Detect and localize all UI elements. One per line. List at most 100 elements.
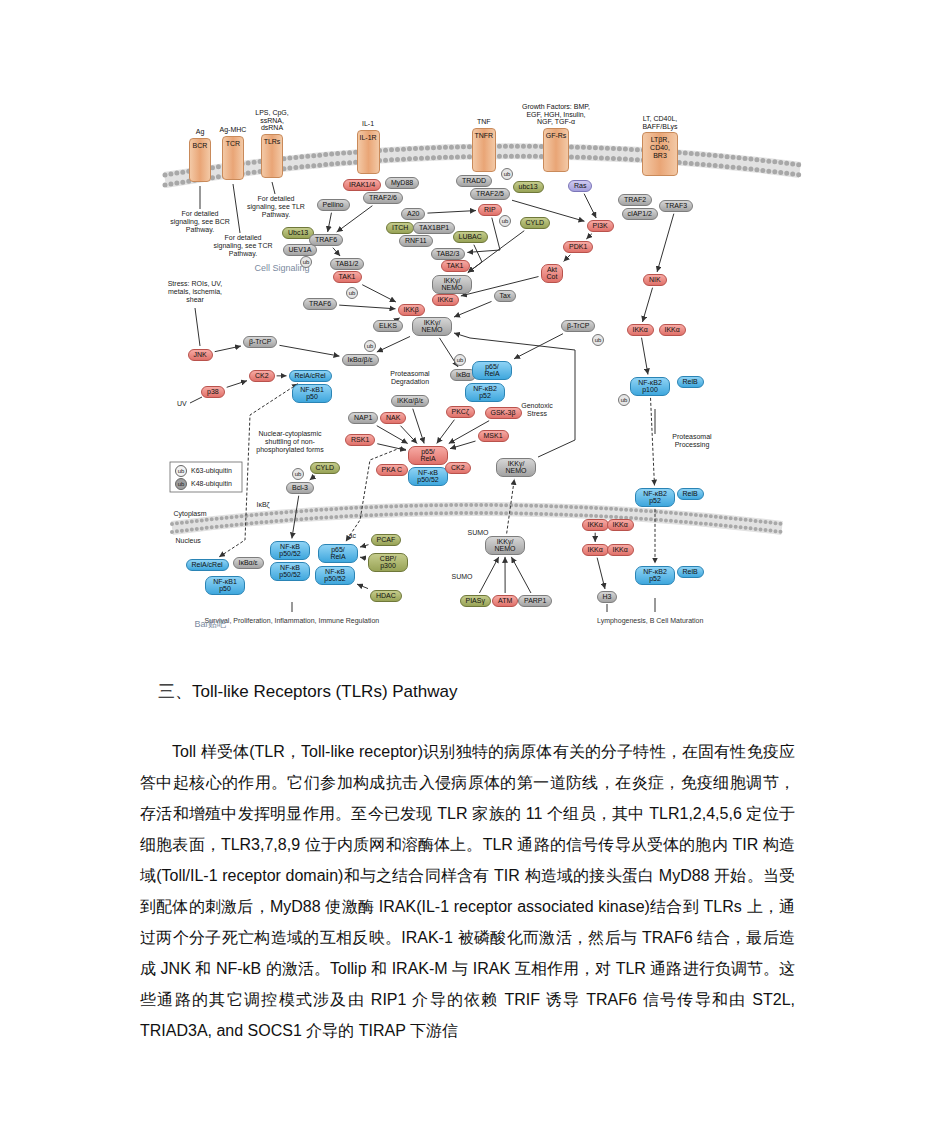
ubiquitin-tag: ub [175,465,187,477]
receptor: LPS, CpG, ssRNA, dsRNATLRs [250,109,294,178]
protein-name: JNK [194,351,207,359]
protein-node: PIASγ [460,595,491,607]
protein-node: NF-κB p50/52 [408,467,448,486]
ubiquitin-tag: ub [618,394,630,406]
signal-arrow [357,584,368,588]
protein-node: IKKα [659,324,686,336]
protein-name: PI3K [593,222,608,230]
protein-name: CYLD [526,219,545,227]
protein-name: NF-κB1 p50 [298,386,326,401]
protein-name: NF-κB1 p50 [211,578,239,593]
protein-name: NIK [649,276,661,284]
protein-name: IRAK1/4 [349,181,375,189]
protein-name: TRAF3 [665,202,687,210]
body-paragraph: Toll 样受体(TLR，Toll-like receptor)识别独特的病原体… [140,736,795,1046]
receptor: TNF TNFR [472,118,497,172]
protein-node: TAB2/3 [431,248,466,260]
protein-name: TAK1 [447,262,464,270]
signal-arrow [377,444,406,450]
protein-node: NF-κB p50/52 [270,562,310,581]
protein-name: TRAF6 [315,236,337,244]
ligand-label: TNF [477,118,491,126]
protein-node: NAK [380,412,406,424]
protein-name: PKCζ [452,408,469,416]
protein-node: MyD88 [385,177,419,189]
signal-arrow [584,194,596,218]
protein-name: IκBα [456,371,470,379]
protein-node: IKKγ/ NEMO [412,317,452,336]
annotation: ac [349,532,356,540]
ligand-label: IL-1 [362,120,374,128]
legend-text: K63-ubiquitin [191,467,232,474]
protein-node: TRAF2 [618,194,652,206]
protein-name: NF-κB p50/52 [276,564,304,579]
protein-name: p65/ RelA [414,448,442,463]
receptor-bar: GF-Rs [543,128,570,172]
signal-arrow [360,545,369,547]
protein-name: TRADD [462,177,486,185]
signal-arrow [292,496,299,539]
signal-arrow [339,305,395,309]
protein-name: NF-κB2 p52 [641,568,669,583]
receptor: IL-1IL-1R [357,120,380,174]
protein-name: RelB [683,568,698,576]
protein-name: p65/ RelA [324,546,352,561]
protein-name: IKKβ [404,306,419,314]
leader-lines [190,182,655,612]
protein-name: MyD88 [391,179,413,187]
protein-node: RelB [677,488,704,500]
legend-text: K48-ubiquitin [191,480,232,487]
protein-name: PKA C [382,466,403,474]
receptor-name: TCR [226,140,240,148]
protein-node: ELKS [373,320,403,332]
protein-node: HDAC [370,590,402,602]
receptor-name: TNFR [475,132,494,140]
annotation: SUMO [452,573,473,581]
signal-arrow [642,338,648,375]
legend-box [170,462,242,492]
protein-node: PKA C [376,464,409,476]
protein-name: IKKγ/ NEMO [418,319,446,334]
protein-name: IKKγ/ NEMO [491,538,519,553]
protein-node: MSK1 [478,430,509,442]
protein-name: CYLD [316,464,335,472]
receptor-bar: TLRs [261,134,284,178]
watermark: Bai贴吧 [195,619,226,629]
protein-node: NAP1 [348,412,378,424]
protein-node: Pellino [317,199,350,211]
signal-arrow [505,557,506,593]
protein-name: UEV1A [289,246,312,254]
protein-name: NF-κB2 p52 [471,385,499,400]
protein-node: NF-κB p50/52 [270,541,310,560]
protein-node: IκBα/ε [233,557,264,569]
receptor: Growth Factors: BMP, EGF, HGH, Insulin, … [519,103,593,172]
signal-arrow [328,213,332,232]
protein-name: β-TrCP [567,322,589,330]
protein-name: PDK1 [569,243,587,251]
protein-name: TRAF2/5 [476,190,504,198]
protein-node: IKKγ/ NEMO [432,275,472,294]
protein-name: LUBAC [459,233,482,241]
signal-arrow [277,375,287,376]
protein-node: TAB1/2 [330,258,365,270]
protein-name: RelA/cRel [295,372,326,380]
protein-node: NF-κB2 p52 [635,566,675,585]
protein-name: IKKγ/ NEMO [438,277,466,292]
protein-name: HDAC [376,592,396,600]
protein-node: A20 [401,208,425,220]
ubiquitin-tag: ub [499,215,511,227]
protein-node: cIAP1/2 [622,208,659,220]
protein-name: Ras [574,182,586,190]
signal-arrow [333,248,340,256]
protein-name: H3 [603,593,612,601]
protein-name: Akt [547,266,558,274]
protein-name: GSK-3β [491,409,516,417]
protein-name: IKKα [588,546,603,554]
signal-arrow [511,557,531,593]
section-heading: 三、Toll-like Receptors (TLRs) Pathway [158,682,457,702]
annotation: Nuclear-cytoplasmic shuttling of non-pho… [254,430,326,454]
protein-node: RelB [677,566,704,578]
ligand-label: LPS, CpG, ssRNA, dsRNA [250,109,294,132]
protein-name: IKKγ/ NEMO [502,460,530,475]
signal-arrow [279,345,339,356]
